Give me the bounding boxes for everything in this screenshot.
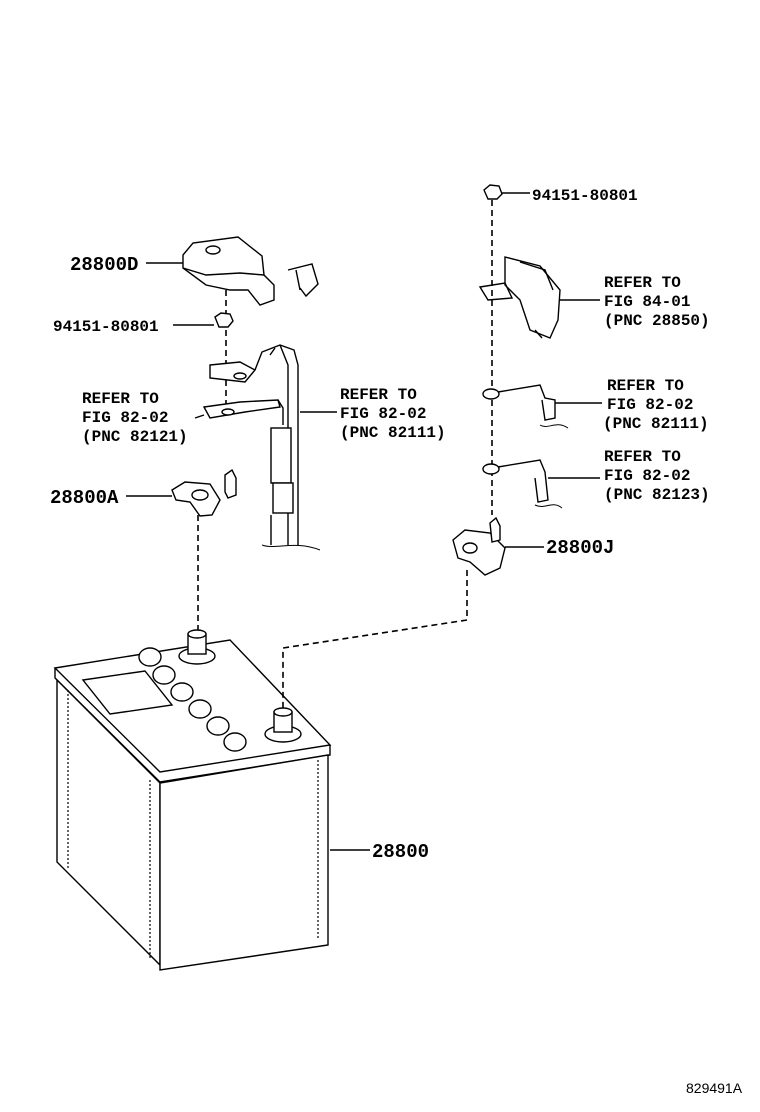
ref-82111-mid-line1: REFER TO — [340, 386, 417, 404]
cable-82121-left — [202, 399, 284, 425]
part-label-28800j: 28800J — [546, 537, 614, 559]
cable-82123-right — [482, 459, 563, 509]
cable-82111-left — [209, 344, 321, 551]
nut-right — [483, 184, 503, 200]
part-label-28800a: 28800A — [50, 487, 119, 509]
nut-left — [214, 312, 234, 328]
ref-28850-line1: REFER TO — [604, 274, 681, 292]
ref-82121-line2: FIG 82-02 — [82, 409, 168, 427]
cable-82111-right — [482, 384, 569, 429]
ref-82123-line3: (PNC 82123) — [604, 486, 710, 504]
ref-82111-right-line3: (PNC 82111) — [603, 415, 709, 433]
leader-lines — [126, 192, 602, 851]
ref-82121-line3: (PNC 82121) — [82, 428, 188, 446]
battery-illustration — [53, 629, 332, 971]
clamp-28800a — [171, 468, 237, 517]
ref-82111-right-line2: FIG 82-02 — [607, 396, 693, 414]
ref-28850-line3: (PNC 28850) — [604, 312, 710, 330]
ref-82121-line1: REFER TO — [82, 390, 159, 408]
part-label-nut-left: 94151-80801 — [53, 318, 159, 336]
ref-82123-line1: REFER TO — [604, 448, 681, 466]
part-label-28800: 28800 — [372, 841, 429, 863]
clamp-28800j — [452, 516, 506, 576]
ref-82111-right-line1: REFER TO — [607, 377, 684, 395]
part-label-28800d: 28800D — [70, 254, 138, 276]
part-label-nut-right: 94151-80801 — [532, 187, 638, 205]
ref-82123-line2: FIG 82-02 — [604, 467, 690, 485]
figure-code: 829491A — [686, 1080, 743, 1096]
ref-28850-line2: FIG 84-01 — [604, 293, 690, 311]
ref-82111-mid-line3: (PNC 82111) — [340, 424, 446, 442]
fusible-link-28850 — [478, 256, 561, 339]
terminal-cover-28800d — [182, 236, 319, 306]
assembly-lines — [197, 200, 493, 710]
ref-82111-mid-line2: FIG 82-02 — [340, 405, 426, 423]
